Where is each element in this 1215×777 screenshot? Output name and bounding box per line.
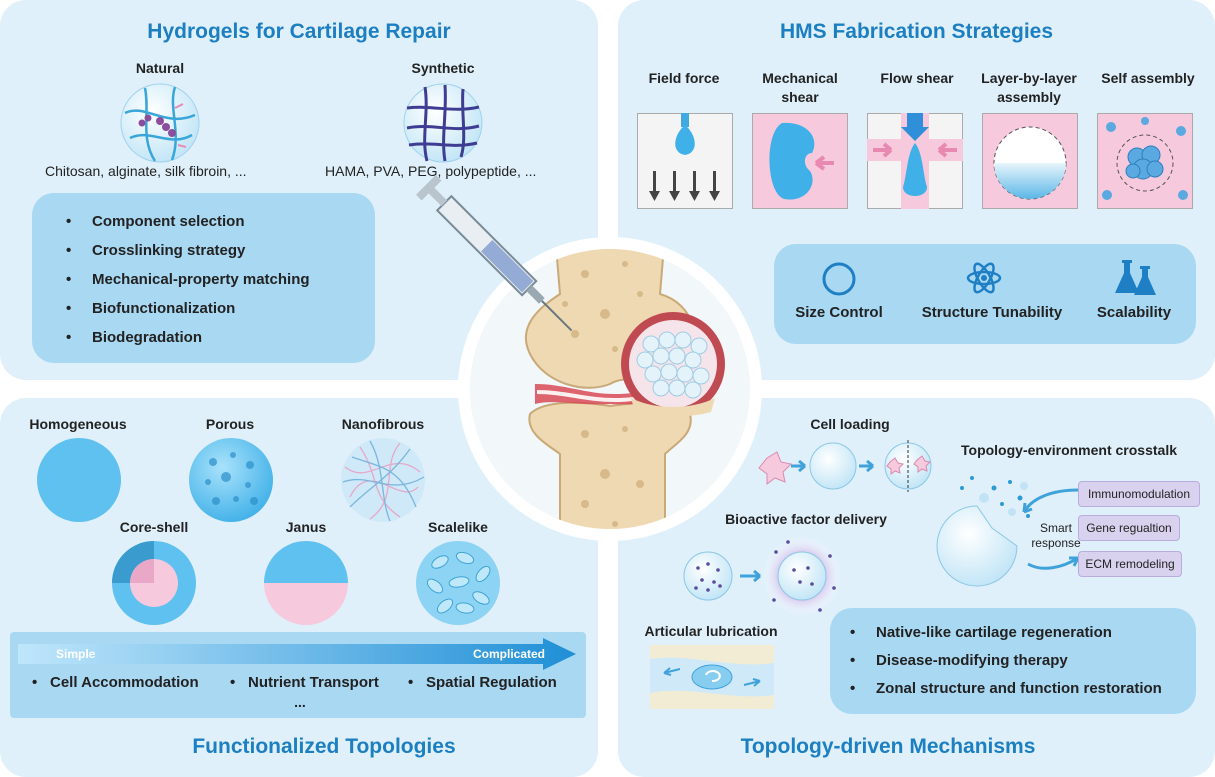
hydrogels-title: Hydrogels for Cartilage Repair — [147, 20, 451, 43]
circle-icon — [822, 262, 856, 296]
topology-function: Cell Accommodation — [32, 674, 199, 691]
arrow-end-label: Complicated — [473, 647, 546, 661]
response-item: Gene regualtion — [1078, 515, 1180, 541]
method-label: Flow shear — [880, 70, 954, 86]
knee-joint-illustration — [416, 175, 762, 541]
method-label: Layer-by-layer assembly — [981, 70, 1077, 105]
layer-by-layer-icon — [982, 113, 1078, 209]
topology-label: Porous — [205, 416, 255, 432]
topology-label: Scalelike — [428, 519, 488, 535]
nanofibrous-sphere-icon — [341, 438, 425, 522]
topology-label: Nanofibrous — [341, 416, 425, 432]
hydrogel-point: Component selection — [66, 213, 310, 242]
hydrogel-point: Biodegradation — [66, 329, 310, 358]
crosstalk-label: Topology-environment crosstalk — [961, 442, 1177, 458]
synthetic-label: Synthetic — [411, 60, 475, 76]
method-label: Self assembly — [1101, 70, 1195, 86]
advantage-label: Structure Tunability — [921, 304, 1063, 321]
crosstalk-diagram — [936, 476, 1080, 587]
arrow-start-label: Simple — [56, 647, 96, 661]
mechanisms-title: Topology-driven Mechanisms — [740, 735, 1036, 758]
porous-sphere-icon — [189, 438, 273, 522]
cell-loading-diagram — [758, 440, 932, 492]
natural-polymer-network-icon — [120, 83, 200, 163]
mechanism-outcome-list: Native-like cartilage regeneration Disea… — [850, 624, 1162, 708]
bioactive-label: Bioactive factor delivery — [725, 511, 887, 527]
mechanism-outcome: Zonal structure and function restoration — [850, 680, 1162, 708]
response-item: ECM remodeling — [1078, 551, 1182, 577]
response-item: Immunomodulation — [1078, 481, 1200, 507]
self-assembly-icon — [1097, 113, 1193, 209]
method-label: Field force — [648, 70, 720, 86]
natural-examples: Chitosan, alginate, silk fibroin, ... — [45, 163, 247, 179]
advantage-label: Scalability — [1096, 304, 1172, 321]
mechanism-outcome: Disease-modifying therapy — [850, 652, 1162, 680]
topology-function: Nutrient Transport — [230, 674, 379, 691]
synthetic-polymer-network-icon — [403, 83, 483, 163]
hydrogel-design-list: Component selection Crosslinking strateg… — [66, 213, 310, 358]
hydrogel-point: Mechanical-property matching — [66, 271, 310, 300]
scalelike-sphere-icon — [416, 541, 500, 625]
topology-more: ... — [294, 694, 306, 710]
lubrication-diagram — [650, 645, 774, 709]
topology-function: Spatial Regulation — [408, 674, 557, 691]
method-label: Mechanical shear — [762, 70, 838, 105]
lubrication-label: Articular lubrication — [644, 623, 778, 639]
mechanism-outcome: Native-like cartilage regeneration — [850, 624, 1162, 652]
mechanical-shear-icon — [752, 113, 848, 209]
flow-shear-icon — [867, 113, 963, 209]
topology-label: Core-shell — [119, 519, 189, 535]
bioactive-delivery-diagram — [683, 536, 842, 616]
atom-icon — [966, 262, 1002, 294]
smart-response-label: Smart response — [1031, 521, 1081, 550]
synthetic-examples: HAMA, PVA, PEG, polypeptide, ... — [325, 163, 537, 179]
topologies-title: Functionalized Topologies — [192, 735, 456, 758]
complexity-arrow — [18, 638, 576, 670]
hydrogel-point: Biofunctionalization — [66, 300, 310, 329]
topology-label: Janus — [285, 519, 327, 535]
hydrogel-point: Crosslinking strategy — [66, 242, 310, 271]
topology-label: Homogeneous — [29, 416, 127, 432]
natural-label: Natural — [135, 60, 185, 76]
fabrication-title: HMS Fabrication Strategies — [779, 20, 1054, 43]
core-shell-sphere-icon — [112, 541, 196, 625]
janus-sphere-icon — [264, 541, 348, 625]
cell-loading-label: Cell loading — [810, 416, 890, 432]
field-force-icon — [637, 113, 733, 209]
homogeneous-sphere-icon — [37, 438, 121, 522]
advantage-label: Size Control — [795, 304, 883, 321]
lab-flask-icon — [1115, 260, 1156, 295]
